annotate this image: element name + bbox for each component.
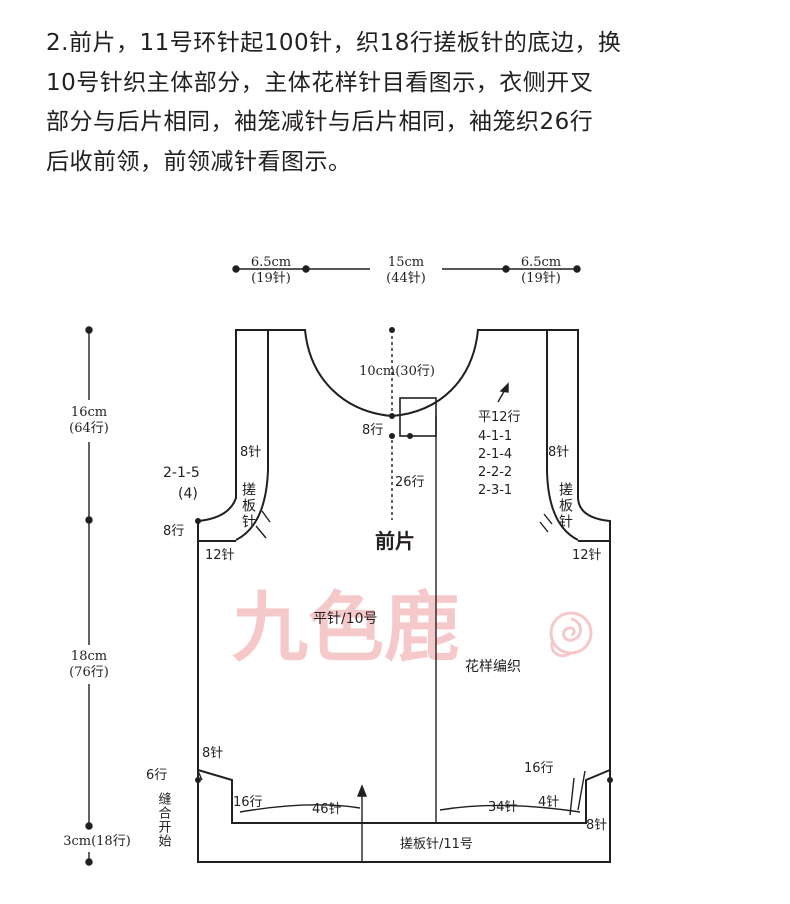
34st-label: 34针: [488, 800, 518, 815]
left-12st-label: 12针: [205, 548, 235, 563]
armhole-decrease-0: 2-1-5: [163, 465, 200, 481]
neck-decrease-4: 2-3-1: [478, 483, 512, 498]
watermark: 九色鹿: [232, 583, 593, 672]
left-slit-8st-label: 8针: [202, 746, 223, 761]
bottom-band-label: 搓板针/11号: [400, 836, 473, 852]
left-8st-label: 8针: [240, 445, 261, 460]
body-stitch-label: 平针/10号: [313, 611, 378, 627]
description-line: 10号针织主体部分，主体花样针目看图示，衣侧开叉: [46, 69, 594, 96]
pattern-description: 2.前片，11号环针起100针，织18行搓板针的底边，换 10号针织主体部分，主…: [46, 24, 746, 182]
armhole-decrease-1: (4): [178, 486, 198, 502]
marker-dots: [195, 327, 613, 783]
neck-decrease-0: 平12行: [478, 410, 521, 425]
left-slit-6rows-label: 6行: [146, 768, 167, 783]
right-16rows-label: 16行: [524, 761, 554, 776]
left-upper-rows: (64行): [69, 421, 109, 436]
armhole-rows-label: 26行: [395, 475, 425, 490]
top-dimension: [232, 265, 581, 273]
left-middle-rows: (76行): [69, 665, 109, 680]
description-line: 2.前片，11号环针起100针，织18行搓板针的底边，换: [46, 30, 622, 56]
seam-start-label: 缝合开始: [156, 792, 172, 848]
top-right-stitches: (19针): [521, 271, 561, 286]
neck-decrease-2: 2-1-4: [478, 447, 512, 462]
right-band-label: 搓板针: [557, 482, 573, 530]
right-8st-low-label: 8针: [586, 818, 607, 833]
rose-icon: [549, 611, 593, 658]
neck-decrease-3: 2-2-2: [478, 465, 512, 480]
top-center-stitches: (44针): [386, 271, 426, 286]
neck-rows-label: 8行: [362, 423, 383, 438]
neck-depth-label: 10cm(30行): [359, 364, 435, 379]
right-4st-label: 4针: [538, 795, 559, 810]
center-lines: [356, 330, 509, 862]
left-lower-size: 3cm(18行): [63, 834, 131, 849]
left-band-label: 搓板针: [240, 482, 256, 530]
left-middle-size: 18cm: [71, 649, 107, 664]
top-left-stitches: (19针): [251, 271, 291, 286]
top-right-size: 6.5cm: [521, 255, 561, 270]
top-left-size: 6.5cm: [251, 255, 291, 270]
decrease-marks: [197, 510, 586, 816]
left-dimension: [85, 326, 93, 866]
neck-decrease-1: 4-1-1: [478, 429, 512, 444]
piece-title: 前片: [375, 529, 415, 553]
watermark-text: 九色鹿: [232, 583, 460, 672]
left-8rows-label: 8行: [163, 524, 184, 539]
description-line: 部分与后片相同，袖笼减针与后片相同，袖笼织26行: [46, 109, 594, 135]
left-upper-size: 16cm: [71, 405, 107, 420]
left-16rows-label: 16行: [233, 795, 263, 810]
right-12st-label: 12针: [572, 548, 602, 563]
right-8st-label: 8针: [548, 445, 569, 460]
top-center-size: 15cm: [388, 255, 424, 270]
46st-label: 46针: [312, 802, 342, 817]
description-line: 后收前领，前领减针看图示。: [46, 148, 352, 175]
pattern-label: 花样编织: [465, 659, 521, 675]
